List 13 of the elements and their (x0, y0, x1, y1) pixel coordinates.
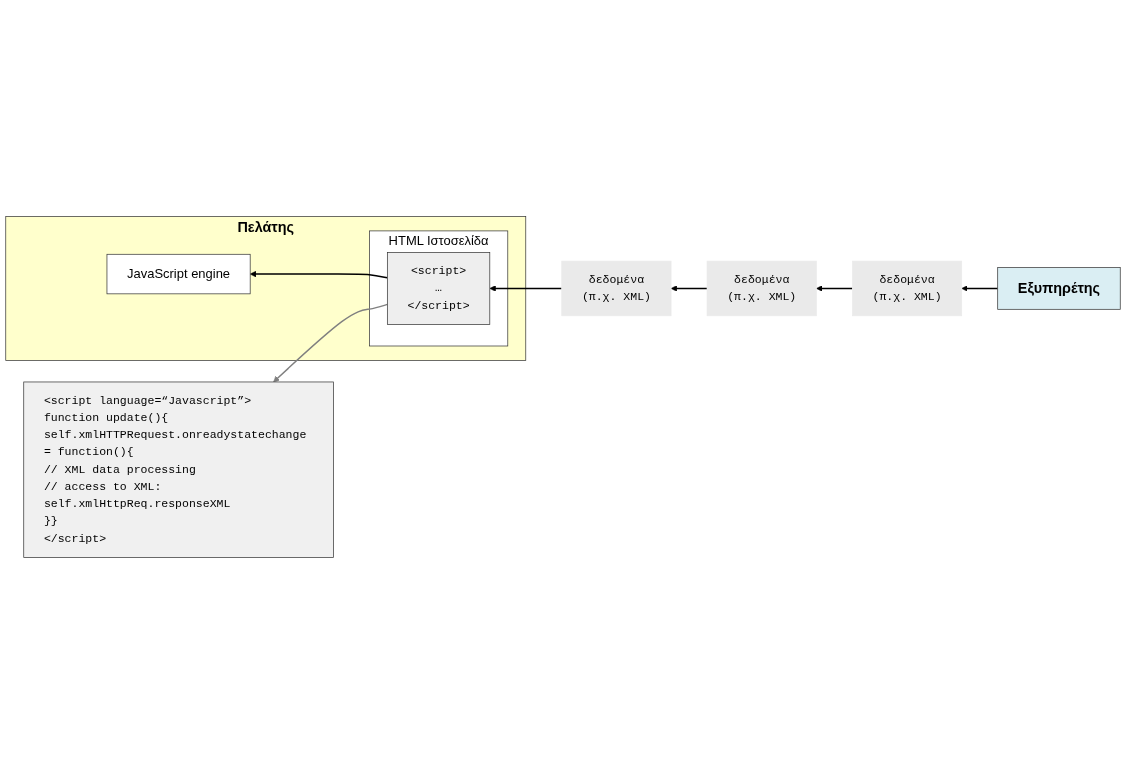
arrow (961, 285, 999, 292)
node-box: δεδομένα (π.χ. XML) (561, 260, 672, 317)
arrow (670, 285, 708, 292)
arrow (816, 285, 854, 292)
arrow (249, 270, 389, 279)
node-box: JavaScript engine (106, 253, 251, 295)
node-box: δεδομένα (π.χ. XML) (706, 260, 817, 317)
node-box: Εξυπηρέτης (997, 267, 1121, 310)
node-box: <script> … </script> (387, 252, 491, 325)
node-box: δεδομένα (π.χ. XML) (852, 260, 963, 317)
node-box: <script language=“Javascript”> function update(){ self.xmlHTTPRequest.onreadystatechange = function(){ // XML data processing // access to XML: self.xmlHttpReq.responseXML }} </script> (23, 381, 334, 558)
arrow (489, 285, 563, 292)
arrow (273, 303, 389, 383)
